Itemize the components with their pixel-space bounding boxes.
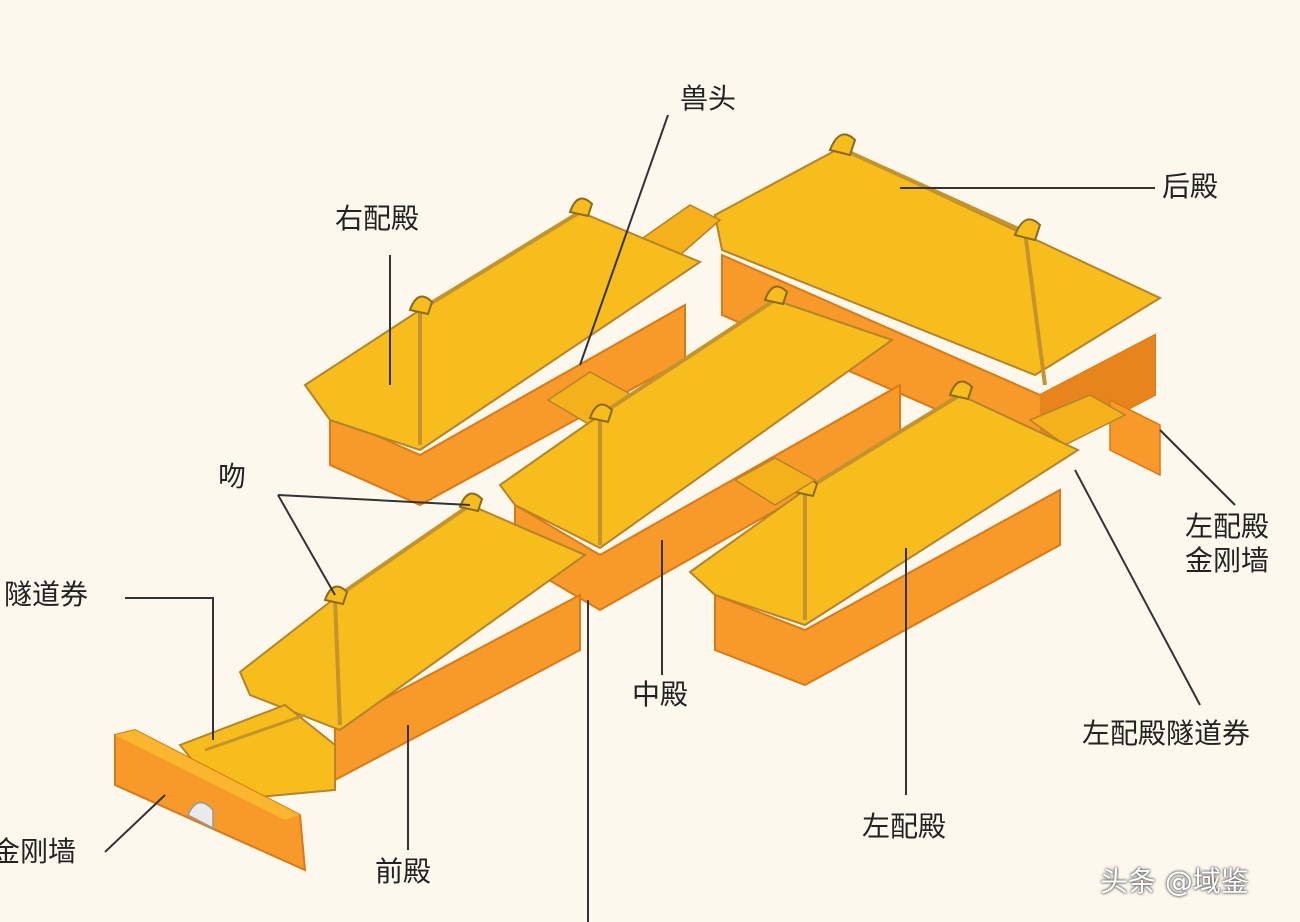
front-hall-hip — [333, 597, 342, 726]
right-side-hall — [303, 197, 703, 507]
leader-suidaoquan — [125, 597, 214, 740]
label-zuo-peidian-jingangqiang-line2: 金刚墙 — [1185, 543, 1270, 577]
tunnel-vault-ridge — [204, 713, 306, 752]
leader-lines — [104, 114, 1236, 922]
rear-hall — [713, 133, 1163, 457]
watermark: 头条 @域鉴 — [1100, 865, 1249, 898]
label-suidaoquan: 隧道券 — [4, 578, 89, 611]
front-hall-finial-icon-2 — [458, 492, 484, 513]
rear-corridor-right-wall — [1109, 398, 1161, 477]
front-hall-ridge — [333, 503, 472, 600]
label-jingangqiang: 金刚墙 — [0, 835, 77, 868]
right-side-hall-ridge — [418, 210, 582, 312]
leader-wen-2 — [277, 494, 471, 506]
label-qiandian: 前殿 — [375, 855, 432, 888]
rear-corridor — [638, 204, 1161, 477]
label-shoutou: 兽头 — [680, 82, 737, 115]
label-zhongdian: 中殿 — [632, 678, 689, 711]
middle-hall-ridge — [598, 298, 777, 417]
left-connector-roof — [733, 457, 817, 506]
rear-hall-hip — [1023, 231, 1047, 386]
leader-jingangqiang — [104, 794, 166, 853]
left-side-hall-finial-icon-2 — [948, 380, 974, 401]
label-zuo-peidian-suidaoquan: 左配殿隧道券 — [1082, 717, 1251, 750]
right-side-hall-finial-icon-2 — [568, 197, 594, 218]
leader-wen-1 — [277, 494, 336, 596]
leader-shoutou — [579, 114, 669, 366]
front-diamond-wall-top — [115, 730, 300, 820]
left-side-hall-wall — [714, 488, 1061, 687]
leader-zuo-peidian-suidaoquan — [1074, 469, 1201, 706]
front-hall — [238, 492, 588, 782]
rear-hall-ridge — [839, 146, 1026, 234]
rear-hall-finial-icon — [828, 133, 857, 157]
front-hall-finial-icon — [323, 585, 349, 606]
left-side-hall-ridge — [803, 393, 962, 492]
label-zuo-peidian-jingangqiang-line1: 左配殿 — [1185, 510, 1270, 543]
front-diamond-wall-arch-icon — [187, 801, 214, 830]
rear-hall-finial-icon-2 — [1013, 218, 1042, 242]
label-zuo-peidian-jingangqiang: 左配殿 金刚墙 — [1185, 510, 1269, 577]
front-diamond-wall-face — [114, 728, 307, 872]
front-diamond-wall — [114, 728, 307, 872]
left-side-hall — [688, 380, 1081, 687]
label-wen: 吻 — [218, 460, 247, 493]
middle-hall-finial-icon-2 — [763, 285, 789, 306]
label-houdian: 后殿 — [1162, 170, 1219, 203]
label-you-peidian: 右配殿 — [335, 202, 420, 235]
middle-hall-finial-icon — [588, 403, 614, 424]
rear-corridor-right-roof — [1028, 394, 1127, 446]
leader-zuo-peidian-jingangqiang — [1159, 429, 1236, 506]
label-zuo-peidian: 左配殿 — [862, 810, 947, 843]
rear-hall-roof — [713, 146, 1163, 377]
right-side-hall-finial-icon — [408, 295, 434, 316]
